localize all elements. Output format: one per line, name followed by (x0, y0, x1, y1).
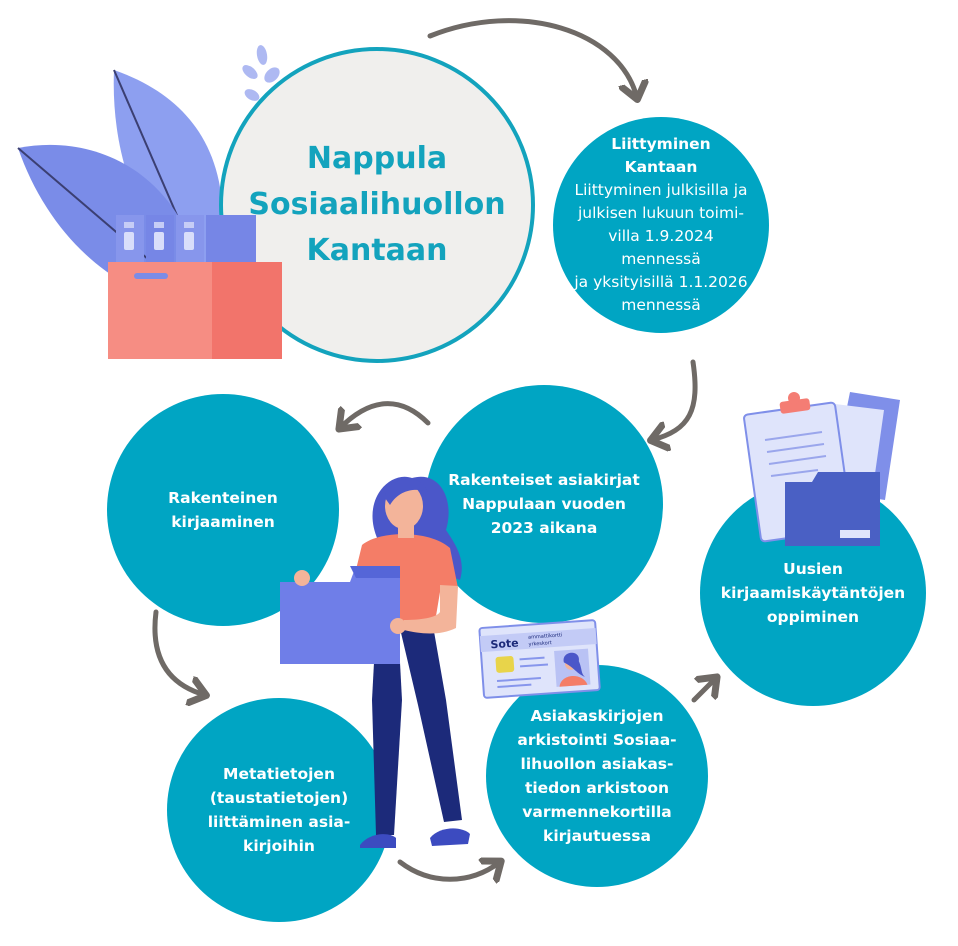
step-structured-documents-circle: Rakenteiset asiakirjat Nappulaan vuoden … (425, 385, 663, 623)
clipboard-folder-icon (743, 392, 900, 546)
arrow-metadata-to-archiving (397, 862, 500, 879)
step-archiving-circle: Asiakaskirjojen arkistointi Sosiaa- lihu… (486, 665, 708, 887)
card-line-2: yrkeskort (528, 640, 552, 648)
arrow-archiving-to-learning (691, 678, 716, 703)
binders-icon (116, 215, 256, 267)
step-metadata-text: Metatietojen (taustatietojen) liittämine… (207, 765, 351, 855)
card-brand: Sote (490, 636, 519, 651)
step-joining-body: Liittyminen julkisilla ja julkisen lukuu… (574, 181, 748, 314)
step-joining-text: Liittyminen Kantaan Liittyminen julkisil… (571, 133, 751, 317)
step-structured-documents-text: Rakenteiset asiakirjat Nappulaan vuoden … (448, 471, 640, 537)
arrow-documents-to-entry (340, 401, 431, 428)
card-line-1: ammattikortti (528, 632, 563, 640)
step-metadata-circle: Metatietojen (taustatietojen) liittämine… (167, 698, 391, 922)
step-joining-circle: Liittyminen Kantaan Liittyminen julkisil… (553, 117, 769, 333)
arrow-main-to-joining (427, 18, 637, 98)
woman-with-folder-icon (280, 476, 470, 848)
arrow-entry-to-metadata (152, 609, 205, 695)
arrow-joining-to-documents (652, 359, 698, 440)
step-structured-entry-text: Rakenteinen kirjaaminen (168, 489, 278, 531)
id-card-icon: Sote ammattikortti yrkeskort (478, 619, 601, 699)
storage-box-icon (108, 262, 282, 359)
step-archiving-text: Asiakaskirjojen arkistointi Sosiaa- lihu… (517, 707, 677, 845)
main-title: Nappula Sosiaalihuollon Kantaan (248, 141, 506, 268)
sprig-icon (242, 45, 280, 101)
step-learning-text: Uusien kirjaamiskäytäntöjen oppiminen (720, 560, 906, 626)
step-joining-title: Liittyminen Kantaan (611, 135, 711, 176)
